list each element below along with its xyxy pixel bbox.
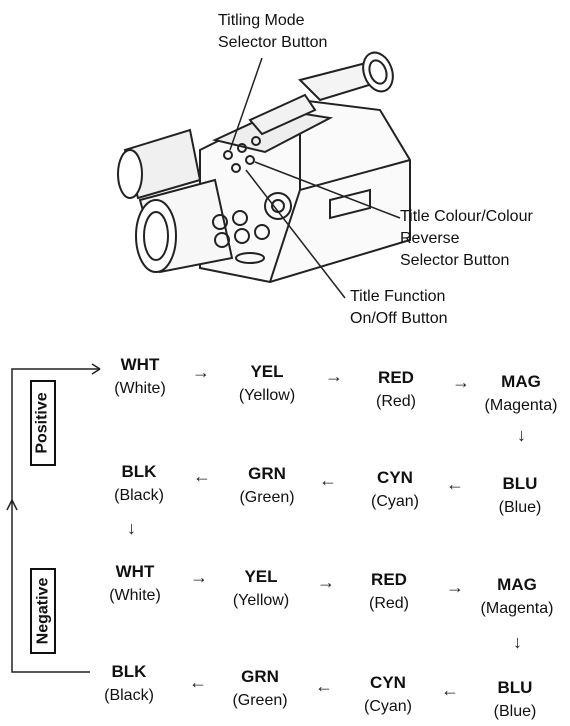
title-colour-label-line1: Title Colour/Colour [400, 208, 533, 225]
left-arrow: ← [315, 676, 333, 696]
colour-code: MAG [497, 575, 537, 594]
colour-code: MAG [501, 372, 541, 391]
positive-group-text: Positive [34, 392, 52, 454]
colour-name: (Blue) [498, 499, 542, 516]
right-arrow: → [446, 577, 464, 597]
title-colour-label: Title Colour/Colour Reverse Selector But… [400, 206, 533, 272]
colour-name: (Red) [375, 393, 416, 410]
left-arrow: ← [319, 470, 337, 490]
down-arrow: ↓ [517, 425, 526, 445]
left-arrow: ← [446, 474, 464, 494]
colour-name: (Red) [368, 595, 409, 612]
down-arrow: ↓ [513, 632, 522, 652]
colour-code: GRN [248, 464, 286, 483]
colour-name: (Black) [114, 487, 164, 504]
titling-mode-label-line1: Titling Mode [218, 12, 305, 29]
title-function-label-line2: On/Off Button [350, 310, 448, 327]
colour-code: CYN [377, 468, 413, 487]
colour-code: RED [371, 570, 407, 589]
colour-code: YEL [244, 567, 278, 586]
negative-group-label: Negative [30, 568, 56, 654]
colour-name: (Black) [104, 687, 154, 704]
down-arrow: ↓ [127, 518, 136, 538]
colour-code: YEL [250, 362, 284, 381]
colour-name: (White) [114, 380, 166, 397]
colour-name: (Green) [239, 489, 295, 506]
colour-name: (Magenta) [480, 600, 554, 617]
left-arrow: ← [193, 466, 211, 486]
colour-code: BLU [502, 474, 538, 493]
colour-name: (Yellow) [238, 387, 296, 404]
colour-code: BLK [121, 462, 157, 481]
colour-name: (Magenta) [484, 397, 558, 414]
positive-group-label: Positive [30, 380, 56, 466]
colour-name: (Cyan) [370, 493, 419, 510]
colour-code: CYN [370, 673, 406, 692]
titling-mode-label-line2: Selector Button [218, 34, 328, 51]
right-arrow: → [192, 362, 210, 382]
left-arrow: ← [441, 680, 459, 700]
colour-code: BLU [497, 678, 533, 697]
title-function-label: Title Function On/Off Button [350, 286, 448, 330]
colour-code: BLK [111, 662, 147, 681]
colour-name: (Yellow) [232, 592, 290, 609]
title-colour-label-line3: Selector Button [400, 252, 510, 269]
colour-name: (Cyan) [363, 698, 412, 715]
colour-code: WHT [120, 355, 160, 374]
colour-code: WHT [115, 562, 155, 581]
titling-mode-label: Titling Mode Selector Button [218, 10, 327, 54]
camcorder-illustration [117, 51, 411, 299]
colour-name: (Green) [232, 692, 288, 709]
colour-code: RED [378, 368, 414, 387]
colour-name: (White) [109, 587, 161, 604]
right-arrow: → [325, 366, 343, 386]
right-arrow: → [452, 372, 470, 392]
title-function-label-line1: Title Function [350, 288, 446, 305]
right-arrow: → [317, 572, 335, 592]
negative-group-text: Negative [34, 577, 52, 645]
colour-code: GRN [241, 667, 279, 686]
title-colour-label-line2: Reverse [400, 230, 460, 247]
left-arrow: ← [189, 672, 207, 692]
colour-name: (Blue) [493, 703, 537, 720]
right-arrow: → [190, 567, 208, 587]
